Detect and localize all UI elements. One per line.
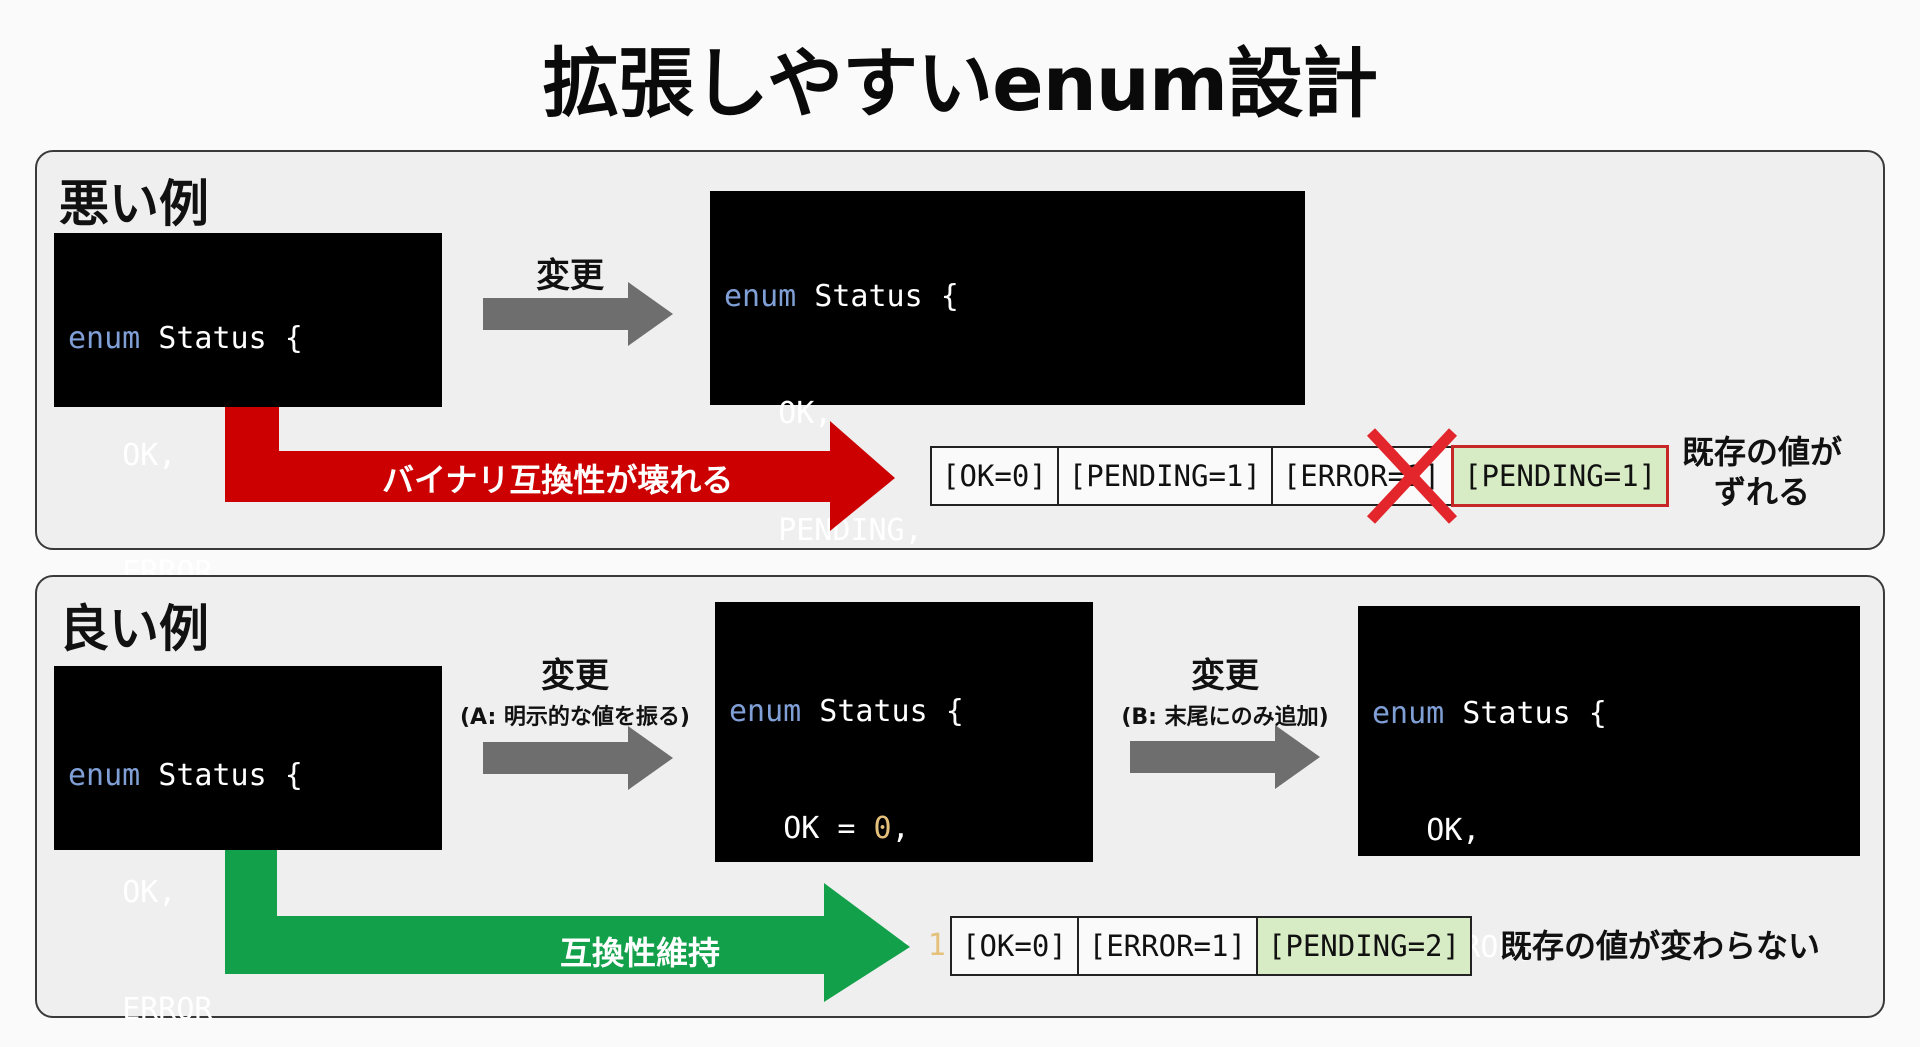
explicit-values-code-block: enum Status { OK = 0, ERROR = 1, PENDING…	[715, 602, 1093, 1047]
change-label-text: 変更	[536, 256, 604, 296]
bad-note: 既存の値が ずれる	[1672, 432, 1852, 512]
memory-cell: [PENDING=1]	[1059, 448, 1273, 504]
bad-after-code-block: enum Status { OK, PENDING, ERROR }; // O…	[710, 191, 1305, 782]
change-label-text: 変更	[541, 656, 609, 696]
change-b-label: 変更 (B: 末尾にのみ追加)	[1095, 648, 1355, 731]
enum-keyword: enum	[68, 758, 141, 793]
append-only-code-block: enum Status { OK, ERROR, PENDING }; // O…	[1358, 606, 1860, 965]
good-before-code-block: enum Status { OK, ERROR }; // OK=0, ERRO…	[54, 666, 442, 1027]
memory-cell: [ERROR=1]	[1079, 918, 1258, 974]
bad-example-heading: 悪い例	[59, 175, 209, 233]
enum-declaration: Status {	[796, 279, 959, 314]
good-memory-layout: [OK=0] [ERROR=1] [PENDING=2]	[950, 916, 1472, 976]
enum-keyword: enum	[729, 694, 802, 729]
enum-declaration: Status {	[140, 758, 303, 793]
enum-member: OK,	[778, 396, 833, 431]
note-line: ずれる	[1713, 473, 1810, 511]
enum-declaration: Status {	[140, 321, 303, 356]
bad-change-arrow-icon	[483, 282, 673, 346]
enum-value: 2	[964, 1045, 982, 1047]
good-example-heading: 良い例	[59, 600, 209, 658]
good-flow-label: 互換性維持	[560, 934, 721, 972]
enum-keyword: enum	[724, 279, 797, 314]
page-title: 拡張しやすいenum設計	[542, 39, 1378, 128]
memory-cell: [OK=0]	[932, 448, 1059, 504]
enum-member-name: PENDING =	[783, 1045, 964, 1047]
memory-cell-appended: [PENDING=2]	[1257, 918, 1470, 974]
memory-cell-shifted: [PENDING=1]	[1454, 448, 1667, 504]
arrow-shape	[1130, 725, 1320, 789]
change-a-label: 変更 (A: 明示的な値を振る)	[440, 648, 710, 731]
enum-declaration: Status {	[801, 694, 964, 729]
bad-flow-arrow-icon	[225, 407, 895, 531]
enum-member: ERROR	[122, 992, 213, 1027]
enum-member: PENDING,	[778, 513, 923, 548]
arrow-shape	[483, 726, 673, 790]
enum-value: 0	[873, 811, 892, 846]
change-sub-text: (B: 末尾にのみ追加)	[1121, 705, 1329, 730]
change-label-text: 変更	[1191, 656, 1259, 696]
change-sub-text: (A: 明示的な値を振る)	[459, 705, 690, 730]
enum-member: OK,	[122, 875, 177, 910]
member-suffix: ,	[891, 811, 910, 846]
flow-arrow-shape	[225, 407, 895, 531]
note-line: 既存の値が	[1681, 433, 1842, 471]
enum-member: OK,	[122, 438, 177, 473]
bad-memory-layout: [OK=0] [PENDING=1] [ERROR=1]	[930, 446, 1453, 506]
memory-cell: [OK=0]	[952, 918, 1079, 974]
good-note: 既存の値が変わらない	[1500, 927, 1821, 965]
bad-flow-label: バイナリ互換性が壊れる	[382, 461, 734, 499]
change-b-arrow-icon	[1130, 725, 1320, 789]
flow-arrow-shape	[225, 850, 910, 1002]
enum-value: 1	[927, 928, 946, 963]
bad-shifted-memory: [PENDING=1]	[1451, 445, 1670, 507]
bad-change-label: 変更	[500, 248, 640, 297]
enum-declaration: Status {	[1444, 696, 1607, 731]
bad-before-code-block: enum Status { OK, ERROR }; // OK=0, ERRO…	[54, 233, 442, 707]
cross-mark-icon	[1366, 428, 1458, 524]
arrow-shape	[483, 282, 673, 346]
enum-member: OK,	[1426, 813, 1481, 848]
enum-keyword: enum	[68, 321, 141, 356]
change-a-arrow-icon	[483, 726, 673, 790]
enum-keyword: enum	[1372, 696, 1445, 731]
good-flow-arrow-icon	[225, 850, 910, 1002]
enum-member-name: OK =	[783, 811, 874, 846]
